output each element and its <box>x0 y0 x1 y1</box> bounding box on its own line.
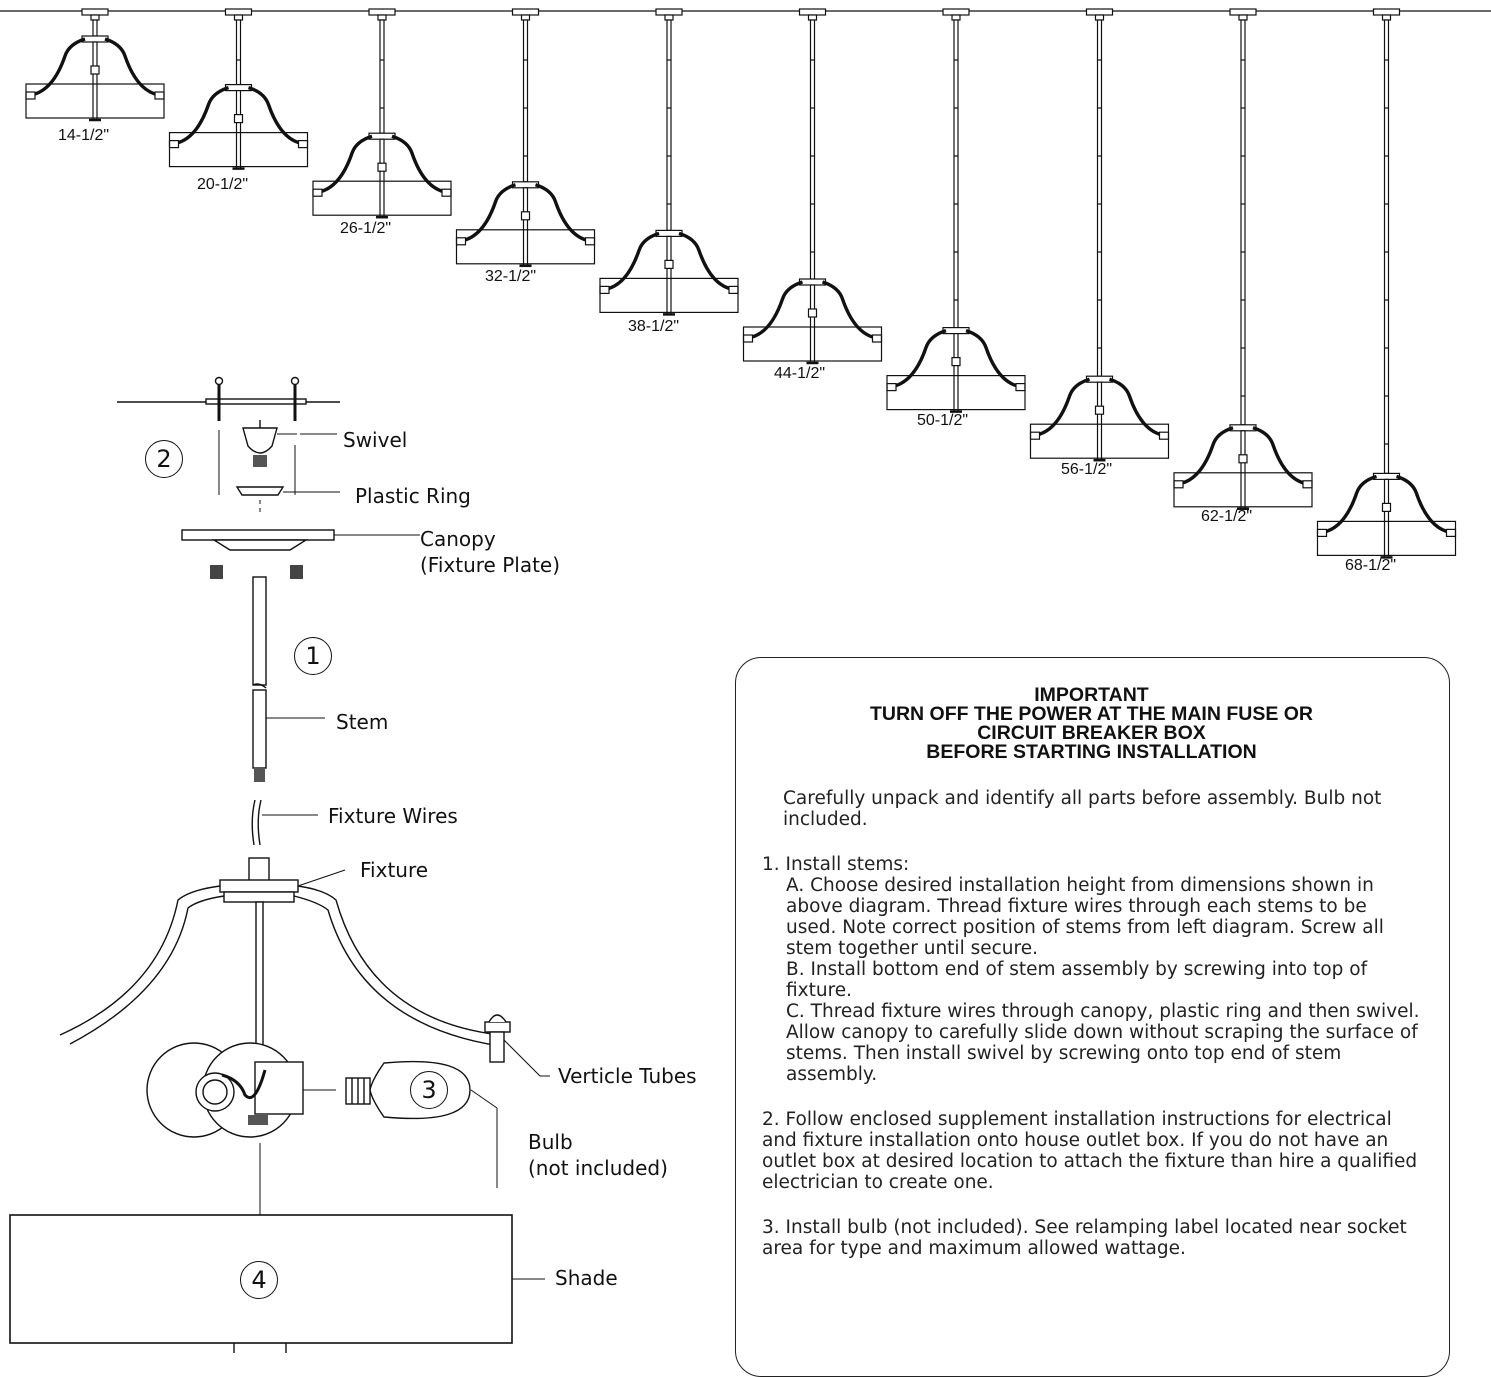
step-number-3: 3 <box>410 1071 448 1109</box>
height-label: 32-1/2" <box>485 268 537 285</box>
height-label: 50-1/2" <box>917 412 969 429</box>
mounting-screw-right <box>290 376 300 421</box>
height-label: 38-1/2" <box>628 318 680 335</box>
fixture-part <box>59 857 501 1088</box>
fixture-label: Fixture <box>360 858 429 882</box>
step-number-1: 1 <box>294 637 332 675</box>
pendant-option <box>312 8 452 219</box>
pendant-option <box>25 8 165 122</box>
fixture-wire-2 <box>257 799 262 846</box>
height-label: 62-1/2" <box>1201 508 1253 525</box>
bulb-sub-label: (not included) <box>528 1156 668 1180</box>
pendant-option <box>742 8 883 365</box>
exploded-assembly <box>9 376 550 1353</box>
swivel-label: Swivel <box>343 428 408 452</box>
canopy-sub-label: (Fixture Plate) <box>420 553 561 577</box>
mounting-screw-left <box>214 376 224 421</box>
height-label: 26-1/2" <box>340 220 392 237</box>
instructions-panel: IMPORTANT TURN OFF THE POWER AT THE MAIN… <box>735 657 1450 1377</box>
height-label: 56-1/2" <box>1061 461 1113 478</box>
bulb-label: Bulb <box>528 1130 573 1154</box>
crossbar <box>205 398 307 405</box>
canopy-part <box>181 529 335 579</box>
plastic-ring-label: Plastic Ring <box>355 484 471 508</box>
stem-label: Stem <box>336 710 389 734</box>
height-label: 20-1/2" <box>197 176 249 193</box>
instructions-body: Carefully unpack and identify all parts … <box>762 788 1421 1259</box>
fixture-leader <box>297 869 346 887</box>
verticle-tubes-label: Verticle Tubes <box>558 1064 697 1088</box>
plastic-ring-part <box>235 486 285 496</box>
step1-c-text: C. Thread fixture wires through canopy, … <box>786 1001 1420 1085</box>
pendant-option <box>1173 8 1313 511</box>
step-number-4: 4 <box>240 1261 278 1299</box>
pendant-option <box>1316 8 1457 559</box>
pendant-option <box>168 8 309 170</box>
warning-line: CIRCUIT BREAKER BOX <box>977 722 1206 744</box>
fixture-wire-1 <box>251 799 256 846</box>
step2-text: 2. Follow enclosed supplement installati… <box>762 1109 1418 1193</box>
pendant-option <box>599 8 739 316</box>
warning-block: IMPORTANT TURN OFF THE POWER AT THE MAIN… <box>762 684 1421 763</box>
stem-part <box>252 576 267 782</box>
height-label: 68-1/2" <box>1345 557 1397 574</box>
swivel-part <box>242 420 278 467</box>
pendant-option <box>455 8 596 268</box>
intro-text: Carefully unpack and identify all parts … <box>783 788 1382 830</box>
step-number-2: 2 <box>145 440 183 478</box>
step1-title: 1. Install stems: <box>762 854 910 875</box>
warning-line: TURN OFF THE POWER AT THE MAIN FUSE OR <box>869 703 1314 725</box>
warning-title: IMPORTANT <box>1034 684 1149 706</box>
fixture-wires-label: Fixture Wires <box>328 804 458 828</box>
pendant-option <box>886 8 1026 413</box>
socket-assembly <box>146 1042 304 1138</box>
pendant-option <box>1029 8 1170 462</box>
verticle-tube-part <box>484 1014 511 1063</box>
warning-line: BEFORE STARTING INSTALLATION <box>926 741 1257 763</box>
shade-label: Shade <box>555 1266 618 1290</box>
height-label: 44-1/2" <box>774 365 826 382</box>
step1-a-text: A. Choose desired installation height fr… <box>786 875 1384 959</box>
height-options <box>25 8 1457 559</box>
step1-b-text: B. Install bottom end of stem assembly b… <box>786 959 1368 1001</box>
height-label: 14-1/2" <box>58 127 110 144</box>
canopy-label: Canopy <box>420 527 496 551</box>
step3-text: 3. Install bulb (not included). See rela… <box>762 1217 1407 1259</box>
bulb-part <box>345 1060 471 1120</box>
